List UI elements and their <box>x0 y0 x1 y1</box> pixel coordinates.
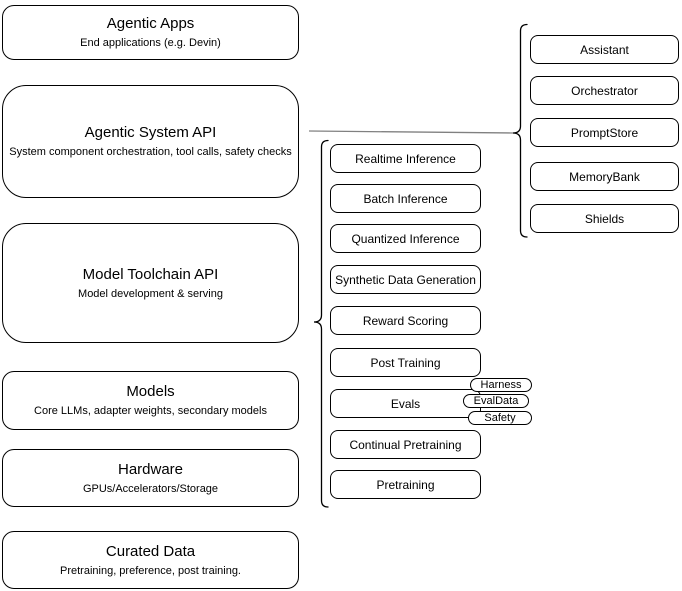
node-curated-data: Curated Data Pretraining, preference, po… <box>2 531 299 589</box>
node-reward-scoring: Reward Scoring <box>330 306 481 335</box>
node-pretraining: Pretraining <box>330 470 481 499</box>
node-subtitle: End applications (e.g. Devin) <box>80 37 221 49</box>
node-model-toolchain-api: Model Toolchain API Model development & … <box>2 223 299 343</box>
node-shields: Shields <box>530 204 679 233</box>
node-assistant: Assistant <box>530 35 679 64</box>
node-models: Models Core LLMs, adapter weights, secon… <box>2 371 299 430</box>
node-subtitle: Model development & serving <box>78 287 223 300</box>
node-agentic-system-api: Agentic System API System component orch… <box>2 85 299 198</box>
node-subtitle: Pretraining, preference, post training. <box>60 564 241 577</box>
node-orchestrator: Orchestrator <box>530 76 679 105</box>
node-subtitle: System component orchestration, tool cal… <box>9 146 292 158</box>
node-title: Model Toolchain API <box>82 265 219 283</box>
node-agentic-apps: Agentic Apps End applications (e.g. Devi… <box>2 5 299 60</box>
node-post-training: Post Training <box>330 348 481 377</box>
node-batch-inference: Batch Inference <box>330 184 481 213</box>
node-realtime-inference: Realtime Inference <box>330 144 481 173</box>
node-quantized-inference: Quantized Inference <box>330 224 481 253</box>
node-title: Agentic System API <box>84 124 217 141</box>
node-synthetic-data-generation: Synthetic Data Generation <box>330 265 481 294</box>
api-connector-line <box>308 130 514 134</box>
node-memorybank: MemoryBank <box>530 162 679 191</box>
node-title: Curated Data <box>105 542 196 560</box>
node-title: Hardware <box>117 460 184 478</box>
node-subtitle: Core LLMs, adapter weights, secondary mo… <box>34 405 267 417</box>
node-continual-pretraining: Continual Pretraining <box>330 430 481 459</box>
node-title: Models <box>126 383 175 400</box>
pill-evaldata: EvalData <box>463 394 529 408</box>
node-hardware: Hardware GPUs/Accelerators/Storage <box>2 449 299 507</box>
node-evals: Evals <box>330 389 481 418</box>
toolchain-bracket <box>313 139 329 508</box>
node-promptstore: PromptStore <box>530 118 679 147</box>
node-subtitle: GPUs/Accelerators/Storage <box>82 482 219 495</box>
pill-safety: Safety <box>468 411 532 425</box>
node-title: Agentic Apps <box>106 15 195 32</box>
pill-harness: Harness <box>470 378 532 392</box>
components-bracket <box>512 23 528 238</box>
